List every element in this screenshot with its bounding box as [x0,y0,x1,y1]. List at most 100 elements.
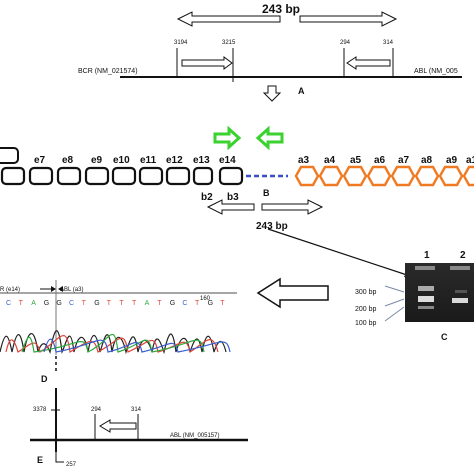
exon-box [0,147,19,164]
base-call: T [195,300,200,307]
marker-300: 300 bp [355,289,377,296]
product-arrow-top [176,11,398,27]
exon-label: e7 [34,155,46,166]
green-reverse-arrow [255,125,284,151]
exon-box [28,166,54,186]
pos-3194: 3194 [174,40,188,46]
letter-e: E [37,455,43,465]
exon-label: e9 [91,155,103,166]
exon-label: a5 [350,155,362,166]
exon-hexagon [366,165,392,187]
exon-hexagon [342,165,368,187]
marker-200: 200 bp [355,306,377,313]
trace-peaks [0,330,231,355]
exon-label: a9 [446,155,458,166]
base-call: T [19,300,24,307]
exon-label: a3 [298,155,310,166]
letter-d: D [41,374,48,384]
exon-hexagon [414,165,440,187]
base-call: G [170,300,175,307]
pointer-line [267,228,411,277]
base-call: T [107,300,112,307]
section-a: 243 bp 3194 3215 294 314 BCR (NM_021574)… [78,2,462,102]
exon-hexagon [462,165,474,187]
gel-panel: 1 2 300 bp 200 bp 100 bp C [355,250,474,342]
exon-label: a6 [374,155,386,166]
sample-band [452,298,468,303]
exon-box [192,166,214,186]
base-call: A [31,300,36,307]
ladder-band [418,296,434,302]
base-call: T [157,300,162,307]
pos-314: 314 [383,40,394,46]
bcr-exon-boxes [0,147,19,164]
exon-label: e13 [193,155,210,166]
product-size-top: 243 bp [262,2,300,16]
base-call: C [69,300,74,307]
exon-label: a4 [324,155,336,166]
down-arrow [262,85,282,102]
exon-box [165,166,191,186]
base-call: C [6,300,11,307]
bcr-label: BCR (NM_021574) [78,68,138,75]
bcr-exon-row [0,166,244,186]
exon-label-b2: b2 [201,192,213,203]
exon-label-b3: b3 [227,192,239,203]
pos-3215: 3215 [222,40,236,46]
section-b: e6 e7 e8 e9 e10 e11 e12 e13 e14 B [0,125,474,278]
exon-hexagon [390,165,416,187]
exon-box [56,166,82,186]
ladder-band [418,286,434,291]
exon-box [84,166,110,186]
pos-3378: 3378 [33,407,47,413]
exon-hexagon [318,165,344,187]
product-arrow-middle [206,199,324,215]
green-forward-arrow [213,125,242,151]
well [415,266,435,270]
abl-label-e: ABL (NM_005157) [170,433,219,439]
letter-a: A [298,86,305,96]
chromatogram-left-label: R (e14) [0,287,20,293]
exon-hexagon [294,165,320,187]
exon-label: e14 [219,155,236,166]
exon-box [111,166,137,186]
sample-band [455,290,467,293]
letter-b: B [263,188,270,198]
pos-294: 294 [340,40,351,46]
bcr-exon-labels: e6 e7 e8 e9 e10 e11 e12 e13 e14 [6,155,236,166]
exon-box [218,166,244,186]
exon-label: e12 [166,155,183,166]
product-size-middle: 243 bp [256,221,288,232]
reverse-primer-arrow-e [99,419,137,433]
base-call: T [220,300,225,307]
forward-primer-arrow [181,56,233,70]
base-call: T [132,300,137,307]
exon-label: e10 [113,155,130,166]
base-call: A [145,300,150,307]
exon-label: a8 [421,155,433,166]
exon-hexagon [438,165,464,187]
base-call: G [94,300,99,307]
exon-label: a7 [398,155,410,166]
exon-box [0,166,26,186]
exon-label: e8 [62,155,74,166]
exon-label: a1 [466,155,474,166]
bottom-value: 257 [66,462,77,468]
base-call: T [119,300,124,307]
chromatogram-tick: 160 [200,296,211,302]
letter-c: C [441,332,448,342]
base-call: T [82,300,87,307]
exon-box [138,166,164,186]
lane-label-2: 2 [460,250,466,261]
exon-label: e11 [140,155,157,166]
abl-exon-row [294,165,474,187]
well [450,266,470,270]
marker-100: 100 bp [355,320,377,327]
pos-294-e: 294 [91,407,102,413]
ladder-band [418,306,434,309]
base-call: G [208,300,213,307]
chromatogram-right-label: ABL (a3) [60,287,83,293]
